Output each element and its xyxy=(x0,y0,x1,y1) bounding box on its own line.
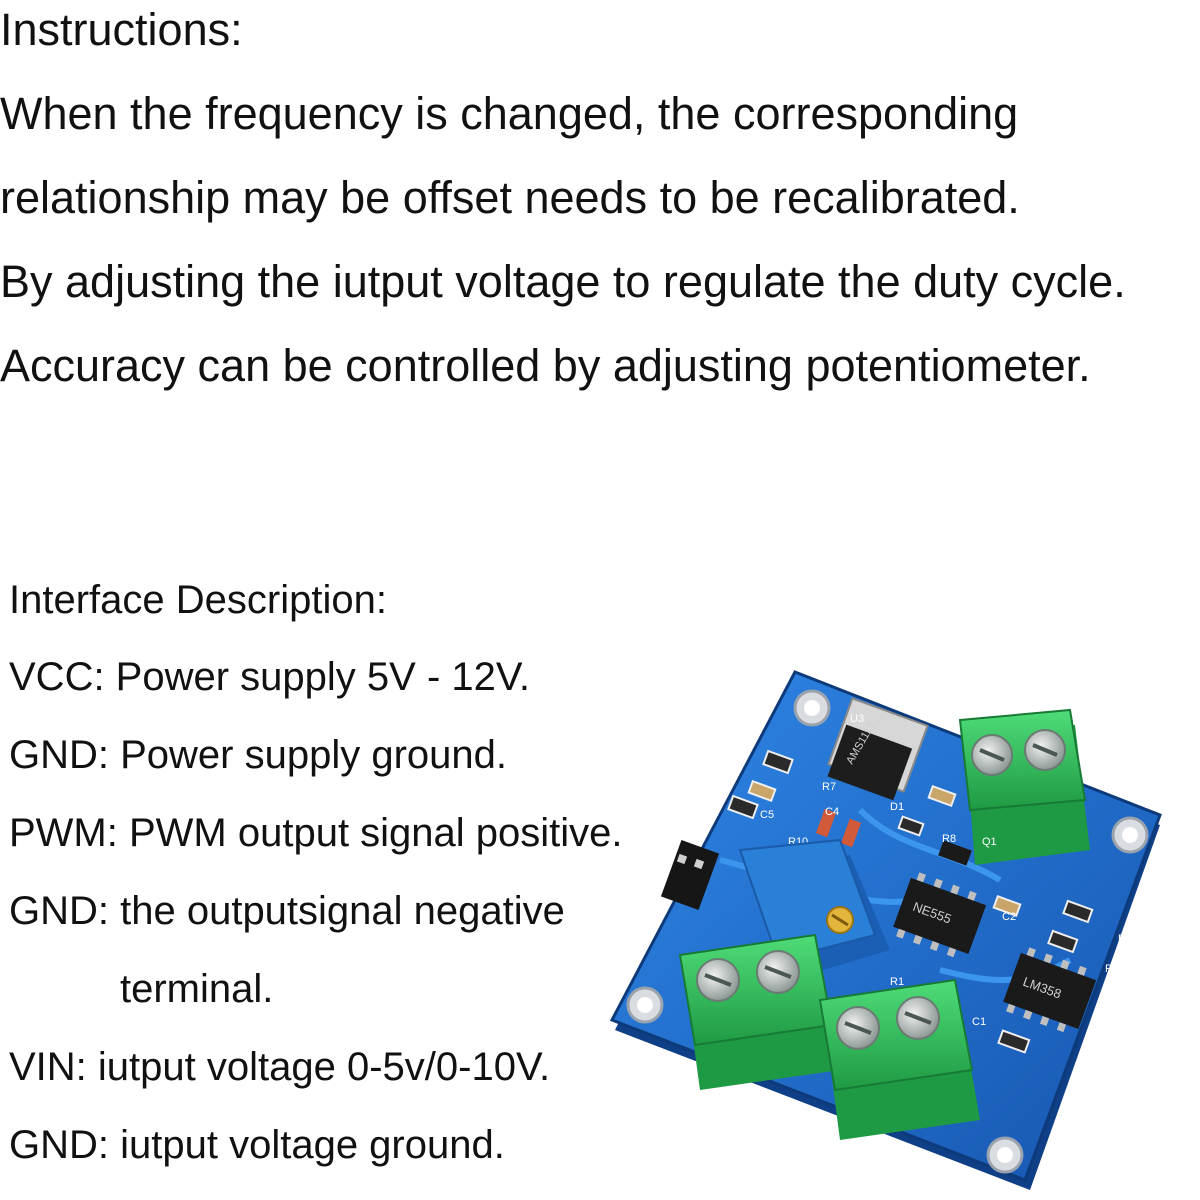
instructions-line-2: relationship may be offset needs to be r… xyxy=(0,172,1020,223)
q1-label: Q1 xyxy=(982,836,997,848)
interface-item-gnd-input: GND: iutput voltage ground. xyxy=(9,1123,505,1167)
pwm-module-board-image: AMS1117 U3 C4 C5 R7 R10 D1 R8 Q1 C2 R6 R… xyxy=(609,670,1162,1190)
instructions-heading: Instructions: xyxy=(0,4,243,55)
r1-label: R1 xyxy=(890,976,904,988)
terminal-block-bottom-left xyxy=(678,933,840,1090)
lm358-chip: LM358 xyxy=(1003,947,1097,1033)
jumper-header xyxy=(660,839,720,911)
instructions-line-4: Accuracy can be controlled by adjusting … xyxy=(0,340,1091,391)
r4-label: R4 xyxy=(1078,1066,1092,1078)
r5-label: R5 xyxy=(1105,963,1119,975)
terminal-block-top xyxy=(958,708,1090,865)
interface-item-vcc: VCC: Power supply 5V - 12V. xyxy=(9,655,530,699)
terminal-block-bottom-middle xyxy=(818,978,980,1140)
interface-item-pwm: PWM: PWM output signal positive. xyxy=(9,811,623,855)
interface-item-gnd-power: GND: Power supply ground. xyxy=(9,733,508,777)
c4-label: C4 xyxy=(825,806,839,818)
r6-label: R6 xyxy=(1118,933,1132,945)
instructions-line-1: When the frequency is changed, the corre… xyxy=(0,88,1019,139)
c1-label: C1 xyxy=(972,1016,986,1028)
r7-label: R7 xyxy=(822,781,836,793)
instructions-line-3: By adjusting the iutput voltage to regul… xyxy=(0,256,1126,307)
interface-item-gnd-signal-cont: terminal. xyxy=(120,967,274,1011)
regulator-chip: AMS1117 U3 xyxy=(827,697,929,801)
ne555-chip: NE555 xyxy=(893,872,987,958)
r8-label: R8 xyxy=(942,833,956,845)
potentiometer xyxy=(738,838,890,980)
d1-label: D1 xyxy=(890,801,904,813)
c2-label: C2 xyxy=(1002,911,1016,923)
interface-heading: Interface Description: xyxy=(9,578,387,622)
c5-label: C5 xyxy=(760,809,774,821)
interface-item-gnd-signal: GND: the outputsignal negative xyxy=(9,889,565,933)
u3-label: U3 xyxy=(850,713,864,725)
interface-item-vin: VIN: iutput voltage 0-5v/0-10V. xyxy=(9,1045,551,1089)
